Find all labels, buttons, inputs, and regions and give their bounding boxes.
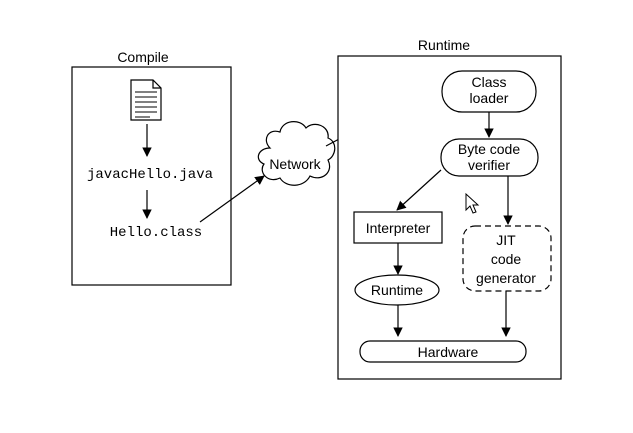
runtime-node: Runtime xyxy=(354,274,440,306)
verifier-line-1: Byte code xyxy=(458,141,520,157)
runtime-panel: Runtime Class loader Byte code verifier … xyxy=(337,37,562,380)
jit-line-3: generator xyxy=(476,270,536,286)
interpreter-label: Interpreter xyxy=(366,220,431,236)
compile-panel: Compile javacHello.java Hello.class xyxy=(71,49,232,286)
class-loader-line-2: loader xyxy=(470,90,509,106)
byte-code-verifier-node: Byte code verifier xyxy=(440,138,539,177)
hardware-label: Hardware xyxy=(418,344,479,360)
hello-class-label: Hello.class xyxy=(110,225,202,241)
mouse-pointer-icon xyxy=(465,192,480,214)
class-loader-node: Class loader xyxy=(441,70,537,113)
network-cloud: Network xyxy=(257,121,336,186)
arrow-verifier-to-interpreter xyxy=(396,169,442,211)
class-loader-line-1: Class xyxy=(471,74,506,90)
runtime-title: Runtime xyxy=(418,37,470,53)
runtime-node-label: Runtime xyxy=(371,282,423,298)
hardware-node: Hardware xyxy=(359,340,527,363)
arrow-class-to-network xyxy=(199,175,265,223)
verifier-line-2: verifier xyxy=(468,157,510,173)
compile-title: Compile xyxy=(117,49,169,65)
jit-line-2: code xyxy=(491,251,522,267)
jit-line-1: JIT xyxy=(496,232,516,248)
network-label: Network xyxy=(269,156,321,172)
javac-command-label: javacHello.java xyxy=(87,167,213,183)
interpreter-node: Interpreter xyxy=(353,211,443,244)
document-icon xyxy=(130,79,162,121)
jit-code-generator-node: JIT code generator xyxy=(462,225,552,292)
